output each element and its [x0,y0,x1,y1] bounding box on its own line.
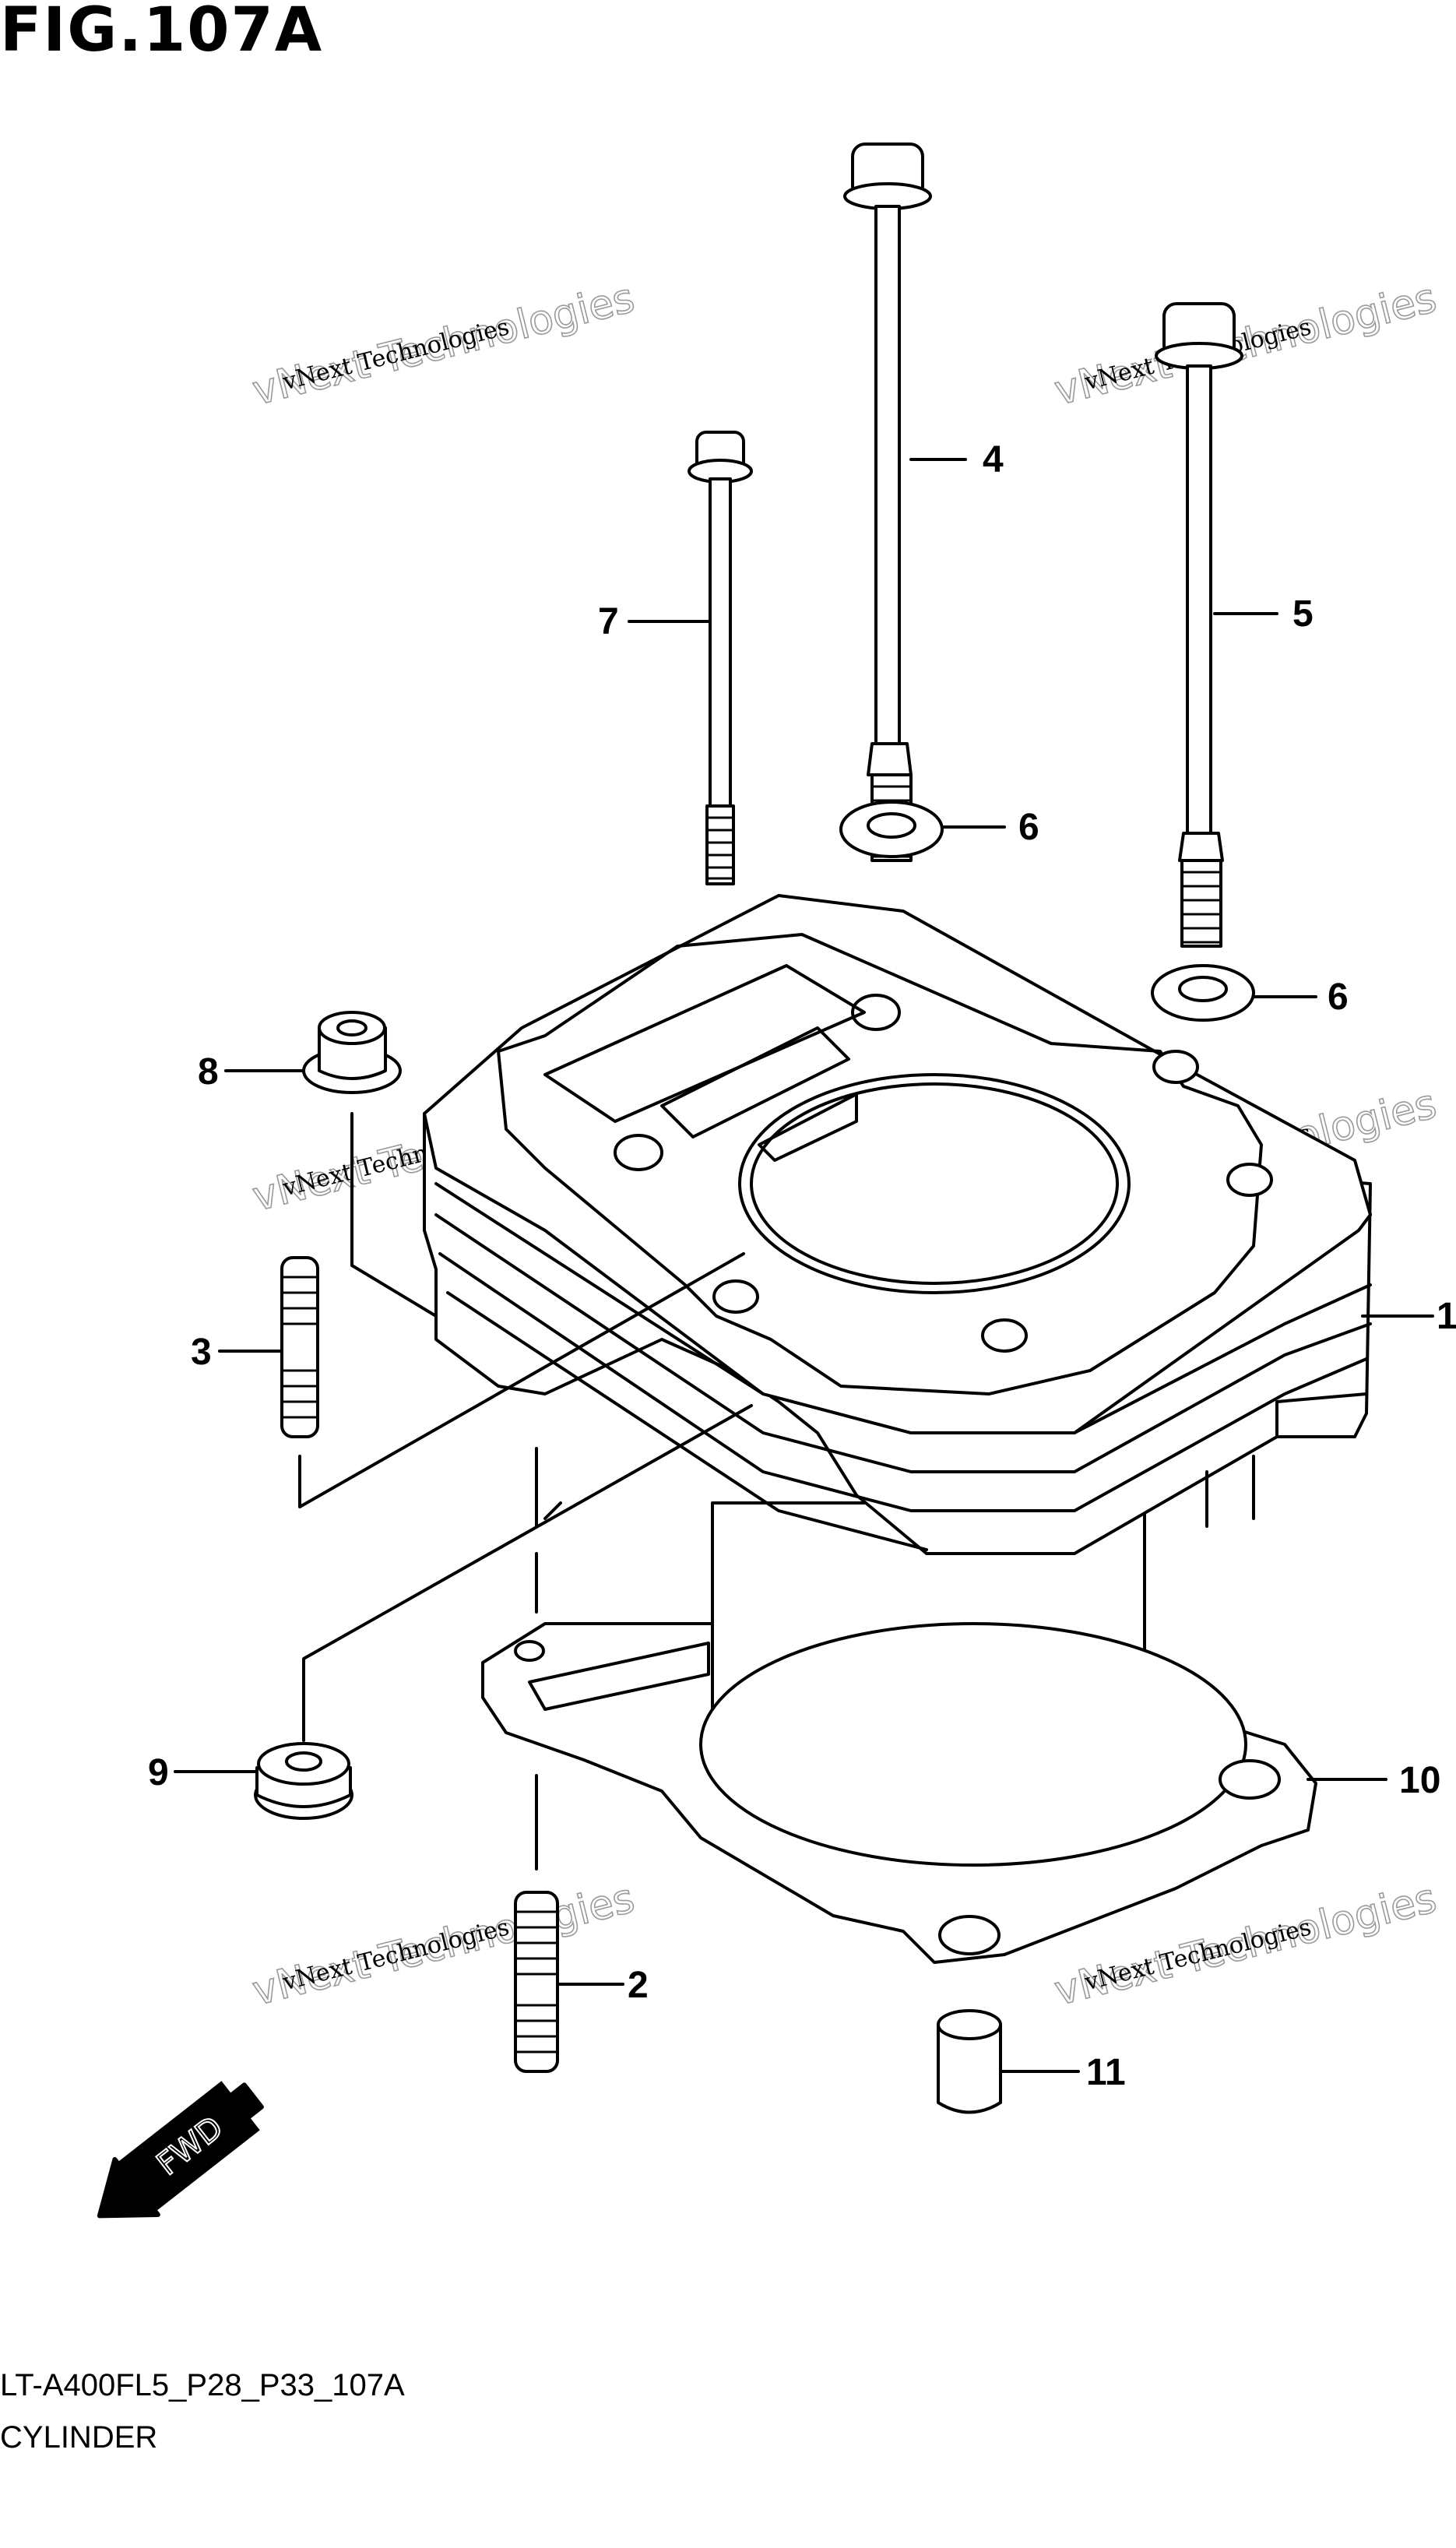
cylinder-bolt-5 [1155,302,1243,948]
stud-2 [514,1891,559,2073]
cylinder-bolt-4 [843,143,932,862]
figure-title: FIG.107A [0,0,324,65]
callout-9: 9 [148,1752,169,1793]
callout-6-right: 6 [1328,977,1349,1018]
callout-10: 10 [1399,1760,1440,1801]
callout-11: 11 [1086,2052,1126,2093]
figure-name: CYLINDER [0,2420,158,2455]
cylinder-bolt-7 [688,431,753,885]
callout-2: 2 [628,1965,649,2006]
assembly-lines [298,1112,753,1871]
callout-8: 8 [198,1051,219,1093]
figure-code: LT-A400FL5_P28_P33_107A [0,2368,405,2402]
callout-1: 1 [1437,1296,1456,1337]
base-gasket [481,1622,1317,1964]
dowel-pin-11 [937,2009,1002,2114]
nut-9 [254,1742,353,1820]
callout-5: 5 [1292,593,1314,635]
washer-6-center [839,801,944,858]
callout-3: 3 [191,1332,212,1373]
watermark-top-left: vNext Technologies vNext Technologies [248,274,640,415]
callout-7: 7 [598,601,619,642]
callout-4: 4 [983,439,1004,480]
nut-8 [302,1011,402,1094]
watermark-top-right: vNext Technologies vNext Technologies [1050,274,1442,415]
stud-3 [280,1256,319,1438]
callout-6-center: 6 [1018,807,1039,848]
fwd-arrow-icon: FWD [97,2081,264,2219]
leader-lines [174,458,1434,2073]
washer-6-right [1151,964,1255,1022]
watermark-bottom-left: vNext Technologies vNext Technologies [248,1874,640,2015]
